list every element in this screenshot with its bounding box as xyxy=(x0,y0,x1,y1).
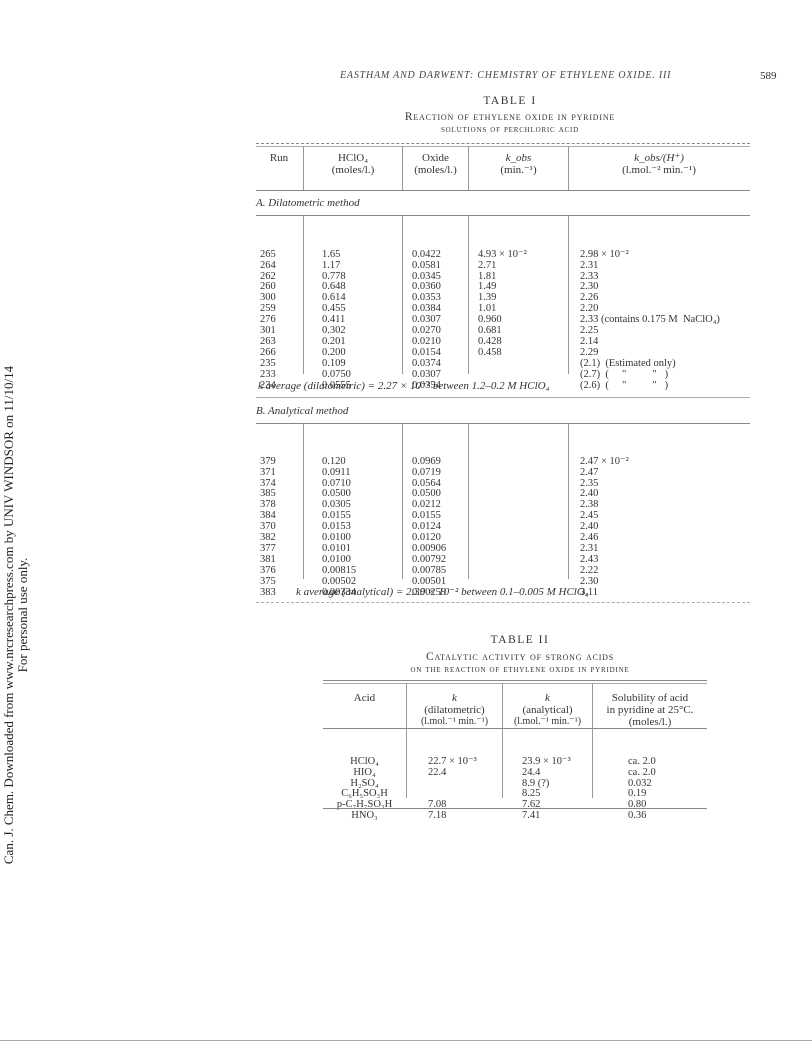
section-b-divider-2 xyxy=(402,423,403,579)
col-head-hclo4: HClO₄(moles/l.) xyxy=(331,152,375,176)
col-head-run: Run xyxy=(269,152,289,164)
col-head-kobs-h: k_obs/(H⁺)(l.mol.⁻² min.⁻¹) xyxy=(622,152,696,176)
table-2-bottom-rule xyxy=(323,808,707,809)
table-1-top-rule-2 xyxy=(256,146,750,147)
running-title: EASTHAM AND DARWENT: CHEMISTRY OF ETHYLE… xyxy=(340,70,672,81)
section-a-divider-2 xyxy=(402,215,403,374)
table-2-label: TABLE II xyxy=(490,634,550,646)
section-a-bottom-rule xyxy=(256,397,750,398)
table-1-label: TABLE I xyxy=(483,95,537,107)
table-2-header-rule xyxy=(323,728,707,729)
table-2-body-divider-2 xyxy=(502,728,503,798)
section-b-divider-4 xyxy=(568,423,569,579)
t2-col-head-acid: Acid xyxy=(353,692,376,704)
col-head-kobs: k_obs(min.⁻¹) xyxy=(500,152,537,176)
table-1-top-rule xyxy=(256,143,750,144)
table-1-caption-line-2: solutions of perchloric acid xyxy=(440,125,580,135)
page-number: 589 xyxy=(760,70,777,82)
table-2-top-rule xyxy=(323,680,707,681)
table-1-header-divider-1 xyxy=(303,146,304,190)
section-b-divider-1 xyxy=(303,423,304,579)
section-a-title: A. Dilatometric method xyxy=(256,197,360,209)
t2-col-head-k-ana: k(analytical)(l.mol.⁻¹ min.⁻¹) xyxy=(513,692,582,727)
table-1-caption-line-1: Reaction of ethylene oxide in pyridine xyxy=(404,111,616,123)
section-b-title: B. Analytical method xyxy=(256,405,349,417)
table-2-caption-line-2: on the reaction of ethylene oxide in pyr… xyxy=(410,665,630,675)
table-2-header-divider-2 xyxy=(502,683,503,728)
section-b-rule xyxy=(256,423,750,424)
table-1-header-divider-3 xyxy=(468,146,469,190)
section-a-rule xyxy=(256,215,750,216)
page-bottom-edge xyxy=(0,1040,812,1041)
table-1-bottom-rule xyxy=(256,602,750,603)
section-b-average: k average (analytical) = 2.39 × 10⁻² bet… xyxy=(296,586,589,598)
table-2-top-rule-2 xyxy=(323,683,707,684)
table-2-body-divider-1 xyxy=(406,728,407,798)
table-1-header-rule xyxy=(256,190,750,191)
section-a-divider-1 xyxy=(303,215,304,374)
t2-col-head-k-dil: k(dilatometric)(l.mol.⁻¹ min.⁻¹) xyxy=(420,692,489,727)
download-watermark: Can. J. Chem. Downloaded from www.nrcres… xyxy=(1,345,30,885)
section-a-average: k average (dilatometric) = 2.27 × 10⁻² b… xyxy=(258,380,550,392)
table-2-caption-line-1: Catalytic activity of strong acids xyxy=(425,651,615,663)
section-a-divider-4 xyxy=(568,215,569,374)
table-1-header-divider-2 xyxy=(402,146,403,190)
table-2-header-divider-1 xyxy=(406,683,407,728)
watermark-line-2: For personal use only. xyxy=(15,557,30,673)
table-1-header-divider-4 xyxy=(568,146,569,190)
col-head-oxide: Oxide(moles/l.) xyxy=(414,152,457,176)
section-a-divider-3 xyxy=(468,215,469,374)
table-2-body-divider-3 xyxy=(592,728,593,798)
table-2-header-divider-3 xyxy=(592,683,593,728)
watermark-line-1: Can. J. Chem. Downloaded from www.nrcres… xyxy=(1,365,16,865)
section-b-divider-3 xyxy=(468,423,469,579)
